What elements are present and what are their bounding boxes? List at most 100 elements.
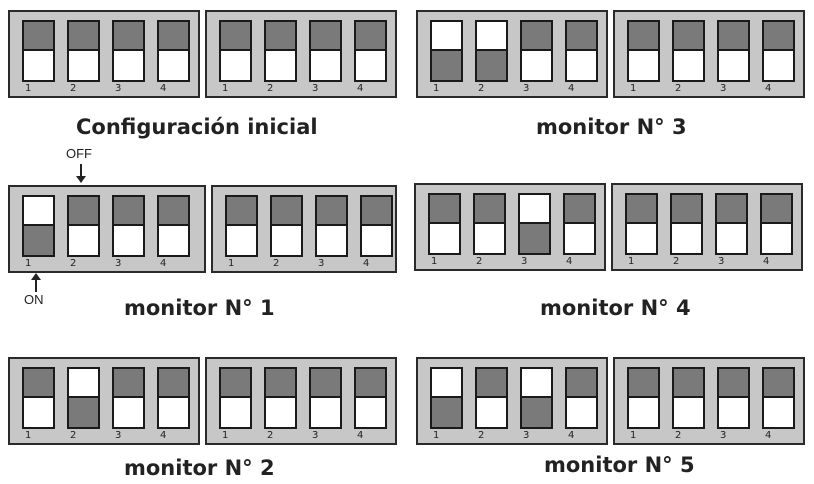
- dip-switch-2: [475, 367, 508, 429]
- switch-number-label: 1: [628, 256, 635, 267]
- switch-upper-half: [674, 369, 703, 398]
- switch-lower-half: [672, 224, 701, 253]
- dip-switch-row: [22, 195, 190, 257]
- dip-switch-1: [625, 193, 658, 255]
- switch-lower-half: [221, 51, 250, 80]
- switch-upper-half: [764, 22, 793, 51]
- switch-number-label: 3: [115, 83, 122, 94]
- caption-monitor-4: monitor N° 4: [540, 296, 691, 320]
- caption-monitor-3: monitor N° 3: [536, 115, 687, 139]
- switch-number-label: 3: [720, 83, 727, 94]
- switch-upper-half: [24, 369, 53, 398]
- dip-switch-2: [473, 193, 506, 255]
- dip-switch-4: [360, 195, 393, 257]
- switch-lower-half: [477, 398, 506, 427]
- dip-switch-2: [475, 20, 508, 82]
- switch-upper-half: [24, 22, 53, 51]
- switch-lower-half: [311, 398, 340, 427]
- dip-switch-4: [157, 195, 190, 257]
- off-arrow-head-icon: [76, 176, 86, 183]
- dip-switch-1: [22, 367, 55, 429]
- switch-number-label: 1: [222, 430, 229, 441]
- dip-switch-4: [760, 193, 793, 255]
- switch-lower-half: [567, 51, 596, 80]
- switch-upper-half: [629, 22, 658, 51]
- dip-switch-3: [520, 367, 553, 429]
- switch-lower-half: [266, 51, 295, 80]
- caption-monitor-2: monitor N° 2: [124, 456, 275, 480]
- dip-switch-row: [225, 195, 393, 257]
- dip-switch-1: [430, 20, 463, 82]
- switch-number-label: 1: [630, 83, 637, 94]
- switch-upper-half: [272, 197, 301, 226]
- dip-switch-row: [22, 20, 190, 82]
- switch-number-label: 1: [222, 83, 229, 94]
- switch-upper-half: [477, 22, 506, 51]
- switch-lower-half: [24, 398, 53, 427]
- switch-upper-half: [475, 195, 504, 224]
- switch-number-label: 2: [476, 256, 483, 267]
- switch-upper-half: [114, 22, 143, 51]
- switch-upper-half: [311, 369, 340, 398]
- switch-lower-half: [432, 51, 461, 80]
- switch-number-label: 3: [312, 83, 319, 94]
- dip-switch-row: [430, 367, 598, 429]
- dip-switch-4: [354, 20, 387, 82]
- switch-number-label: 2: [273, 258, 280, 269]
- dip-switch-2: [672, 20, 705, 82]
- caption-monitor-5: monitor N° 5: [544, 453, 695, 477]
- switch-upper-half: [69, 197, 98, 226]
- switch-number-label: 3: [523, 430, 530, 441]
- switch-lower-half: [356, 51, 385, 80]
- switch-lower-half: [69, 51, 98, 80]
- switch-lower-half: [266, 398, 295, 427]
- switch-upper-half: [227, 197, 256, 226]
- switch-lower-half: [475, 224, 504, 253]
- switch-number-label: 1: [433, 83, 440, 94]
- dip-switch-4: [157, 20, 190, 82]
- switch-lower-half: [432, 398, 461, 427]
- switch-number-label: 3: [718, 256, 725, 267]
- switch-upper-half: [762, 195, 791, 224]
- dip-switch-row: [22, 367, 190, 429]
- switch-number-label: 3: [521, 256, 528, 267]
- switch-lower-half: [114, 51, 143, 80]
- switch-upper-half: [717, 195, 746, 224]
- switch-upper-half: [266, 22, 295, 51]
- switch-lower-half: [674, 51, 703, 80]
- switch-lower-half: [159, 51, 188, 80]
- dip-switch-4: [563, 193, 596, 255]
- switch-upper-half: [764, 369, 793, 398]
- switch-upper-half: [356, 369, 385, 398]
- switch-upper-half: [629, 369, 658, 398]
- switch-lower-half: [629, 51, 658, 80]
- switch-upper-half: [159, 369, 188, 398]
- switch-upper-half: [432, 22, 461, 51]
- switch-number-label: 4: [763, 256, 770, 267]
- switch-number-label: 4: [160, 83, 167, 94]
- switch-upper-half: [159, 22, 188, 51]
- dip-switch-row: [219, 367, 387, 429]
- caption-configuracion-inicial: Configuración inicial: [76, 115, 318, 139]
- switch-lower-half: [227, 226, 256, 255]
- switch-lower-half: [719, 398, 748, 427]
- switch-lower-half: [311, 51, 340, 80]
- dip-switch-1: [627, 367, 660, 429]
- switch-number-label: 1: [630, 430, 637, 441]
- switch-lower-half: [762, 224, 791, 253]
- switch-lower-half: [114, 226, 143, 255]
- switch-lower-half: [477, 51, 506, 80]
- switch-number-label: 3: [115, 430, 122, 441]
